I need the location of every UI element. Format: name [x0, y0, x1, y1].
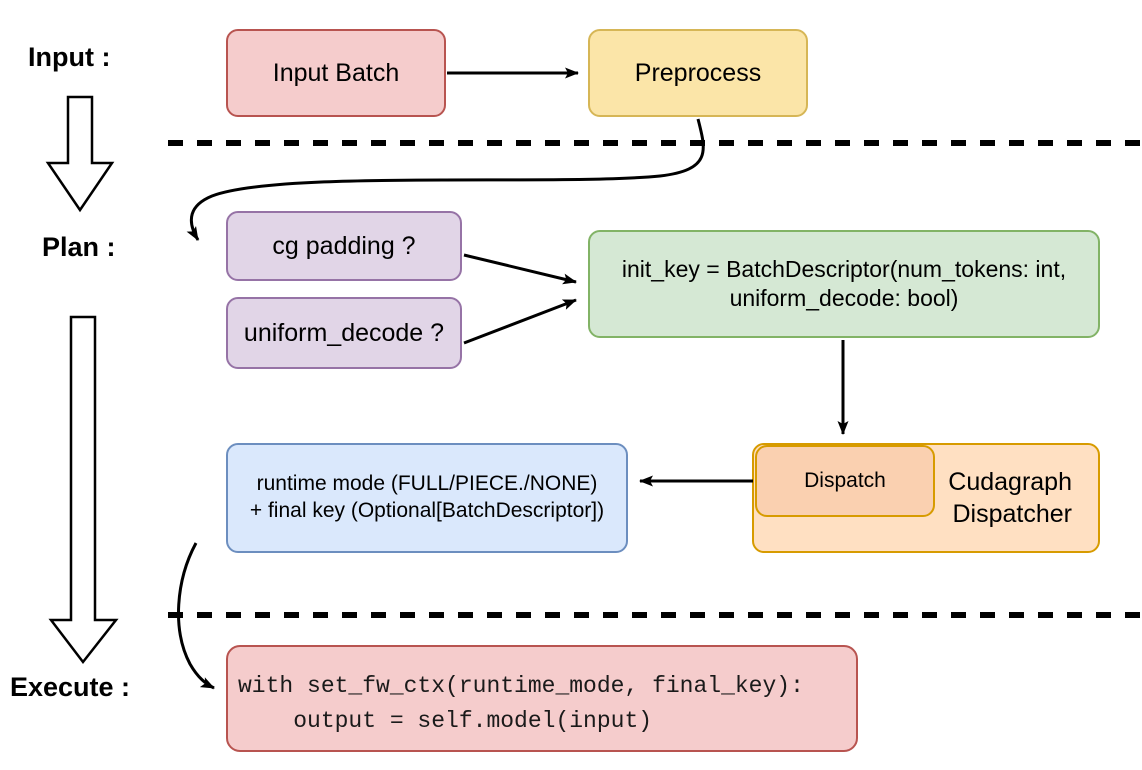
- node-uniform-decode-label: uniform_decode ?: [243, 319, 445, 347]
- node-input-batch[interactable]: Input Batch: [226, 29, 446, 117]
- arrow-runtime-mode-to-execute: [177, 542, 215, 690]
- arrow-cg-padding-to-init-key: [463, 253, 577, 285]
- code-line-1: with set_fw_ctx(runtime_mode, final_key)…: [238, 673, 804, 699]
- code-line-2: output = self.model(input): [238, 707, 653, 734]
- node-runtime-mode-line2: + final key (Optional[BatchDescriptor]): [249, 499, 605, 522]
- node-preprocess[interactable]: Preprocess: [588, 29, 808, 117]
- node-init-key-line1: init_key = BatchDescriptor(num_tokens: i…: [621, 255, 1067, 282]
- arrow-uniform-decode-to-init-key: [463, 298, 577, 345]
- node-runtime-mode[interactable]: runtime mode (FULL/PIECE./NONE) + final …: [226, 443, 628, 553]
- node-cg-padding[interactable]: cg padding ?: [226, 211, 462, 281]
- node-input-batch-label: Input Batch: [272, 59, 400, 87]
- node-dispatch[interactable]: Dispatch: [755, 445, 935, 517]
- node-cudagraph-dispatcher-line1: Cudagraph: [948, 468, 1072, 496]
- stage-label-plan: Plan :: [42, 232, 116, 262]
- block-arrow-input-to-plan: [45, 95, 115, 213]
- stage-label-execute: Execute :: [10, 672, 131, 702]
- node-uniform-decode[interactable]: uniform_decode ?: [226, 297, 462, 369]
- stage-label-input: Input :: [28, 42, 111, 72]
- node-runtime-mode-line1: runtime mode (FULL/PIECE./NONE): [256, 472, 598, 496]
- node-init-key-line2: uniform_decode: bool): [729, 285, 959, 311]
- node-execute-code[interactable]: with set_fw_ctx(runtime_mode, final_key)…: [226, 645, 858, 752]
- node-dispatch-label: Dispatch: [804, 468, 886, 492]
- node-cg-padding-label: cg padding ?: [272, 232, 416, 260]
- node-init-key[interactable]: init_key = BatchDescriptor(num_tokens: i…: [588, 230, 1100, 338]
- block-arrow-plan-to-execute: [48, 315, 119, 665]
- node-cudagraph-dispatcher-line2: Dispatcher: [952, 500, 1073, 528]
- node-preprocess-label: Preprocess: [634, 59, 762, 87]
